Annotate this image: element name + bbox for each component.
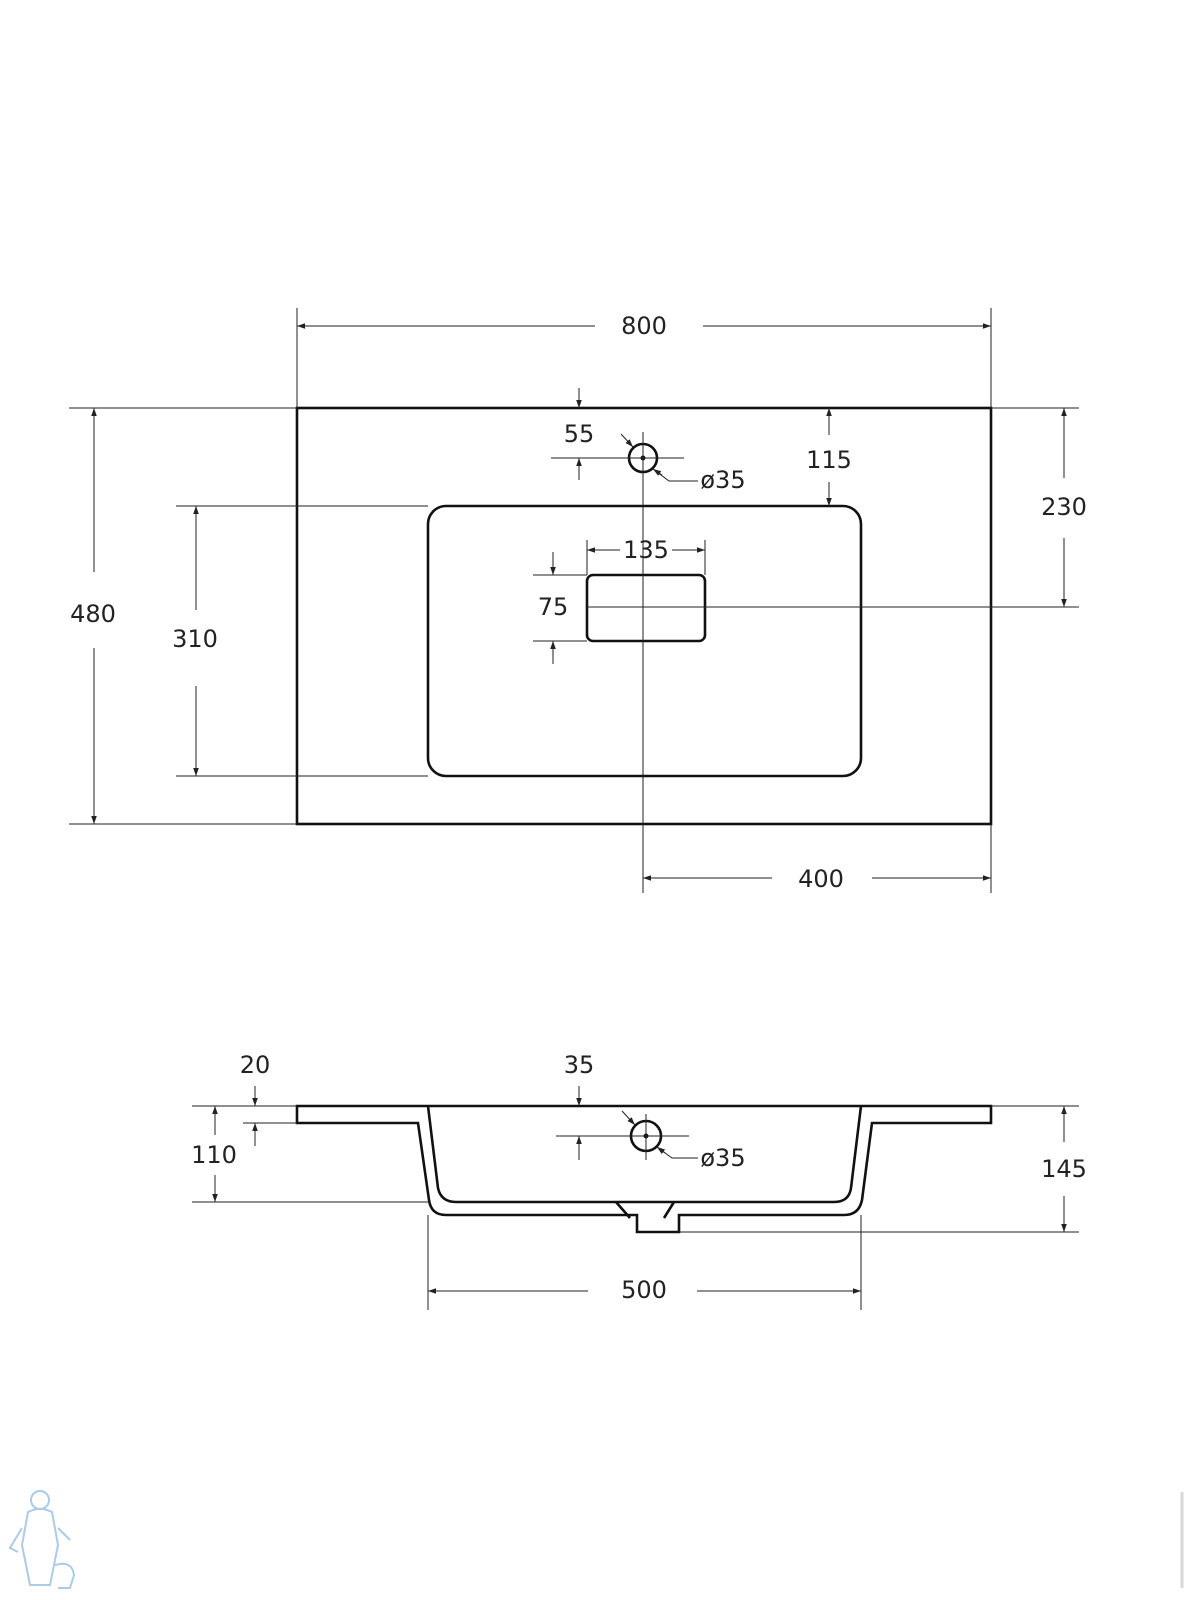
dim-slab-thickness: 20 — [240, 1051, 271, 1079]
dim-drain-width: 135 — [623, 536, 669, 564]
dim-drain-height: 75 — [538, 593, 569, 621]
dim-center-to-edge: 400 — [798, 865, 844, 893]
dim-faucet-height: 35 — [564, 1051, 595, 1079]
drain-outline — [585, 573, 707, 643]
dim-width: 800 — [621, 312, 667, 340]
dim-total-height: 145 — [1041, 1155, 1087, 1183]
drain-neck — [615, 1201, 676, 1219]
plumber-logo — [8, 1490, 76, 1589]
dim-bowl-length: 310 — [172, 625, 218, 653]
dim-faucet-diameter: ø35 — [700, 466, 745, 494]
basin-section-inner — [426, 1105, 863, 1204]
basin-section-outer — [295, 1104, 993, 1234]
dim-faucet-diameter-side: ø35 — [700, 1144, 745, 1172]
dim-drain-center-offset: 230 — [1041, 493, 1087, 521]
dim-bowl-width: 500 — [621, 1276, 667, 1304]
side-view: 20 110 35 ø35 145 500 — [191, 1051, 1087, 1310]
dim-bowl-depth: 110 — [191, 1141, 237, 1169]
countertop-outline — [295, 406, 993, 826]
dim-bowl-edge-offset: 115 — [806, 446, 852, 474]
dim-faucet-offset: 55 — [564, 420, 595, 448]
bowl-outline — [426, 504, 863, 778]
dim-depth: 480 — [70, 600, 116, 628]
top-view: 800 480 310 55 ø35 115 230 — [69, 308, 1087, 893]
